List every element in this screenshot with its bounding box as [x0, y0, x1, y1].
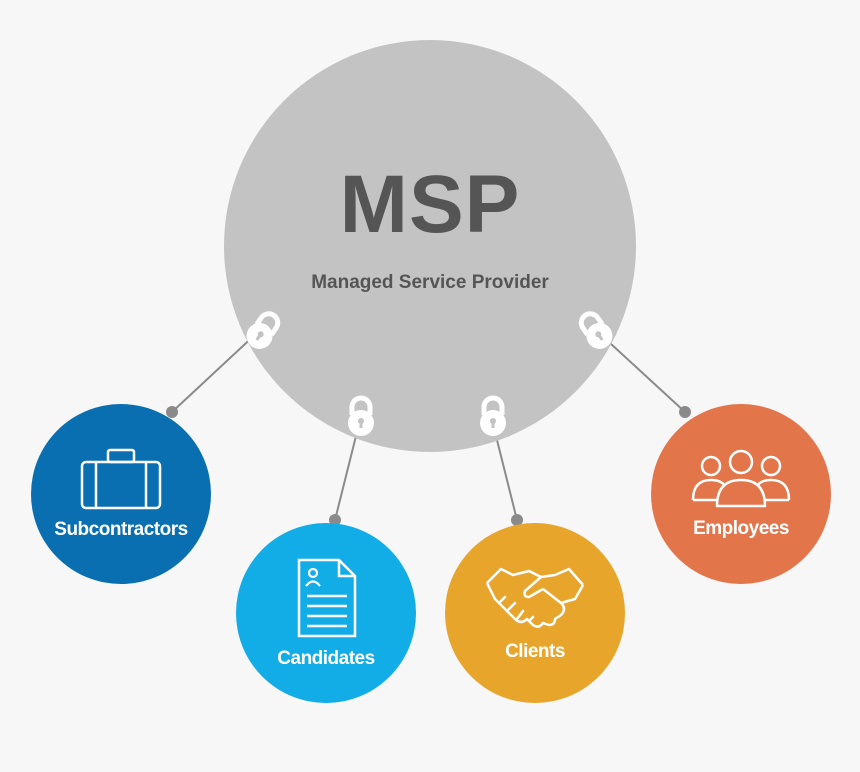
- node-label-clients: Clients: [505, 641, 565, 662]
- connector-subcontractors: [171, 331, 259, 413]
- padlock-icon: [480, 395, 506, 436]
- connector-dot-clients: [511, 514, 523, 526]
- briefcase-icon: [80, 448, 162, 510]
- node-clients: Clients: [445, 523, 625, 703]
- node-label-subcontractors: Subcontractors: [54, 519, 188, 540]
- connector-dot-employees: [679, 406, 691, 418]
- node-label-candidates: Candidates: [277, 648, 375, 669]
- padlock-icon: [246, 311, 281, 349]
- padlock-icon: [348, 395, 374, 436]
- msp-hub-circle: MSP Managed Service Provider: [224, 40, 636, 452]
- handshake-icon: [485, 567, 585, 628]
- people-icon: [691, 449, 791, 508]
- connector-employees: [597, 331, 686, 413]
- node-subcontractors: Subcontractors: [31, 404, 211, 584]
- hub-subtitle: Managed Service Provider: [311, 272, 549, 293]
- document-icon: [297, 558, 357, 638]
- connector-dot-subcontractors: [166, 406, 178, 418]
- node-candidates: Candidates: [236, 523, 416, 703]
- padlock-icon: [578, 311, 613, 349]
- node-label-employees: Employees: [693, 518, 789, 539]
- hub-title: MSP: [339, 159, 521, 250]
- node-employees: Employees: [651, 404, 831, 584]
